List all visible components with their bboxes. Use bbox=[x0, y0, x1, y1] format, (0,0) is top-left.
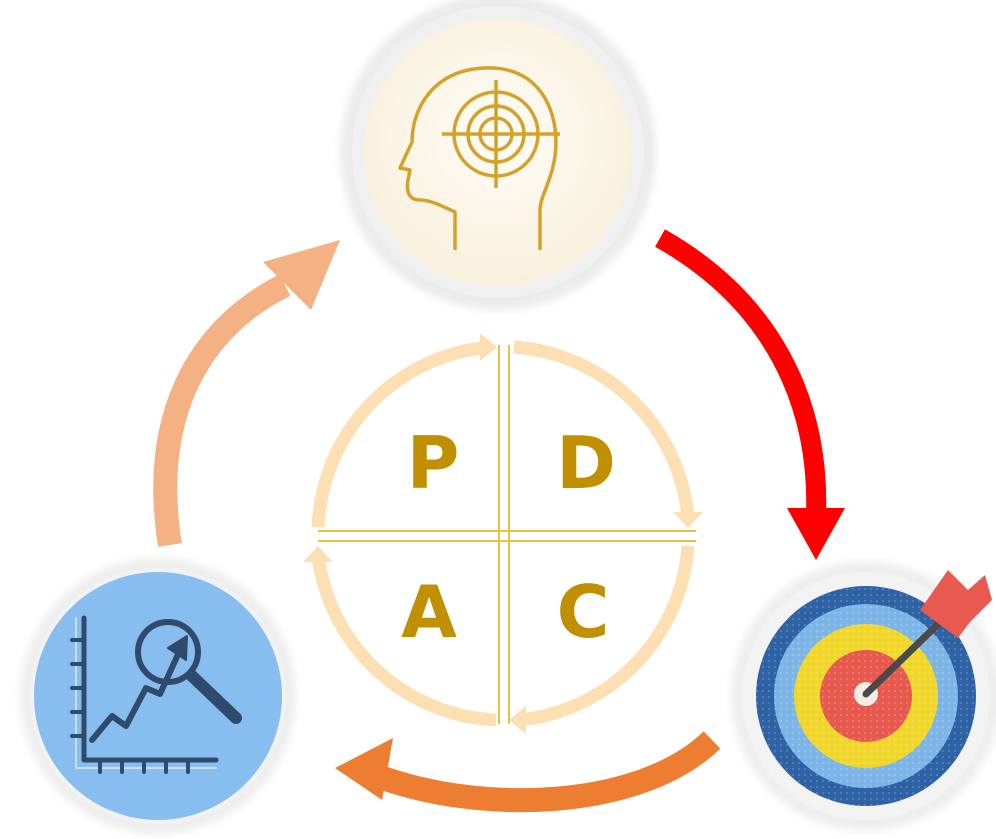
pdca-arc-check bbox=[519, 545, 695, 727]
chart-magnifier-icon bbox=[70, 615, 242, 774]
pdca-arc-do bbox=[513, 340, 695, 519]
pdca-letter-check: C bbox=[557, 570, 610, 654]
pdca-arrowhead-do bbox=[673, 512, 703, 528]
pdca-wheel: P D A C bbox=[303, 333, 703, 734]
head-target-icon bbox=[398, 66, 560, 250]
pdca-arrowhead-plan bbox=[480, 333, 497, 361]
pdca-letter-act: A bbox=[401, 570, 457, 654]
pdca-letter-do: D bbox=[556, 421, 616, 505]
arrow-do-to-check bbox=[335, 731, 721, 813]
pdca-letter-plan: P bbox=[407, 421, 460, 505]
plan-node bbox=[340, 0, 656, 310]
pdca-arc-plan bbox=[311, 340, 491, 528]
arrow-plan-to-do bbox=[655, 229, 845, 560]
do-node bbox=[731, 561, 996, 831]
check-node bbox=[20, 558, 296, 834]
arrow-act-to-plan bbox=[153, 240, 340, 547]
pdca-arc-act bbox=[311, 555, 497, 727]
pdca-arrowhead-act bbox=[303, 546, 333, 562]
pdca-arrowhead-check bbox=[509, 706, 526, 734]
bullseye-arrow-icon bbox=[756, 570, 992, 806]
outer-cycle-arrows bbox=[153, 229, 845, 813]
